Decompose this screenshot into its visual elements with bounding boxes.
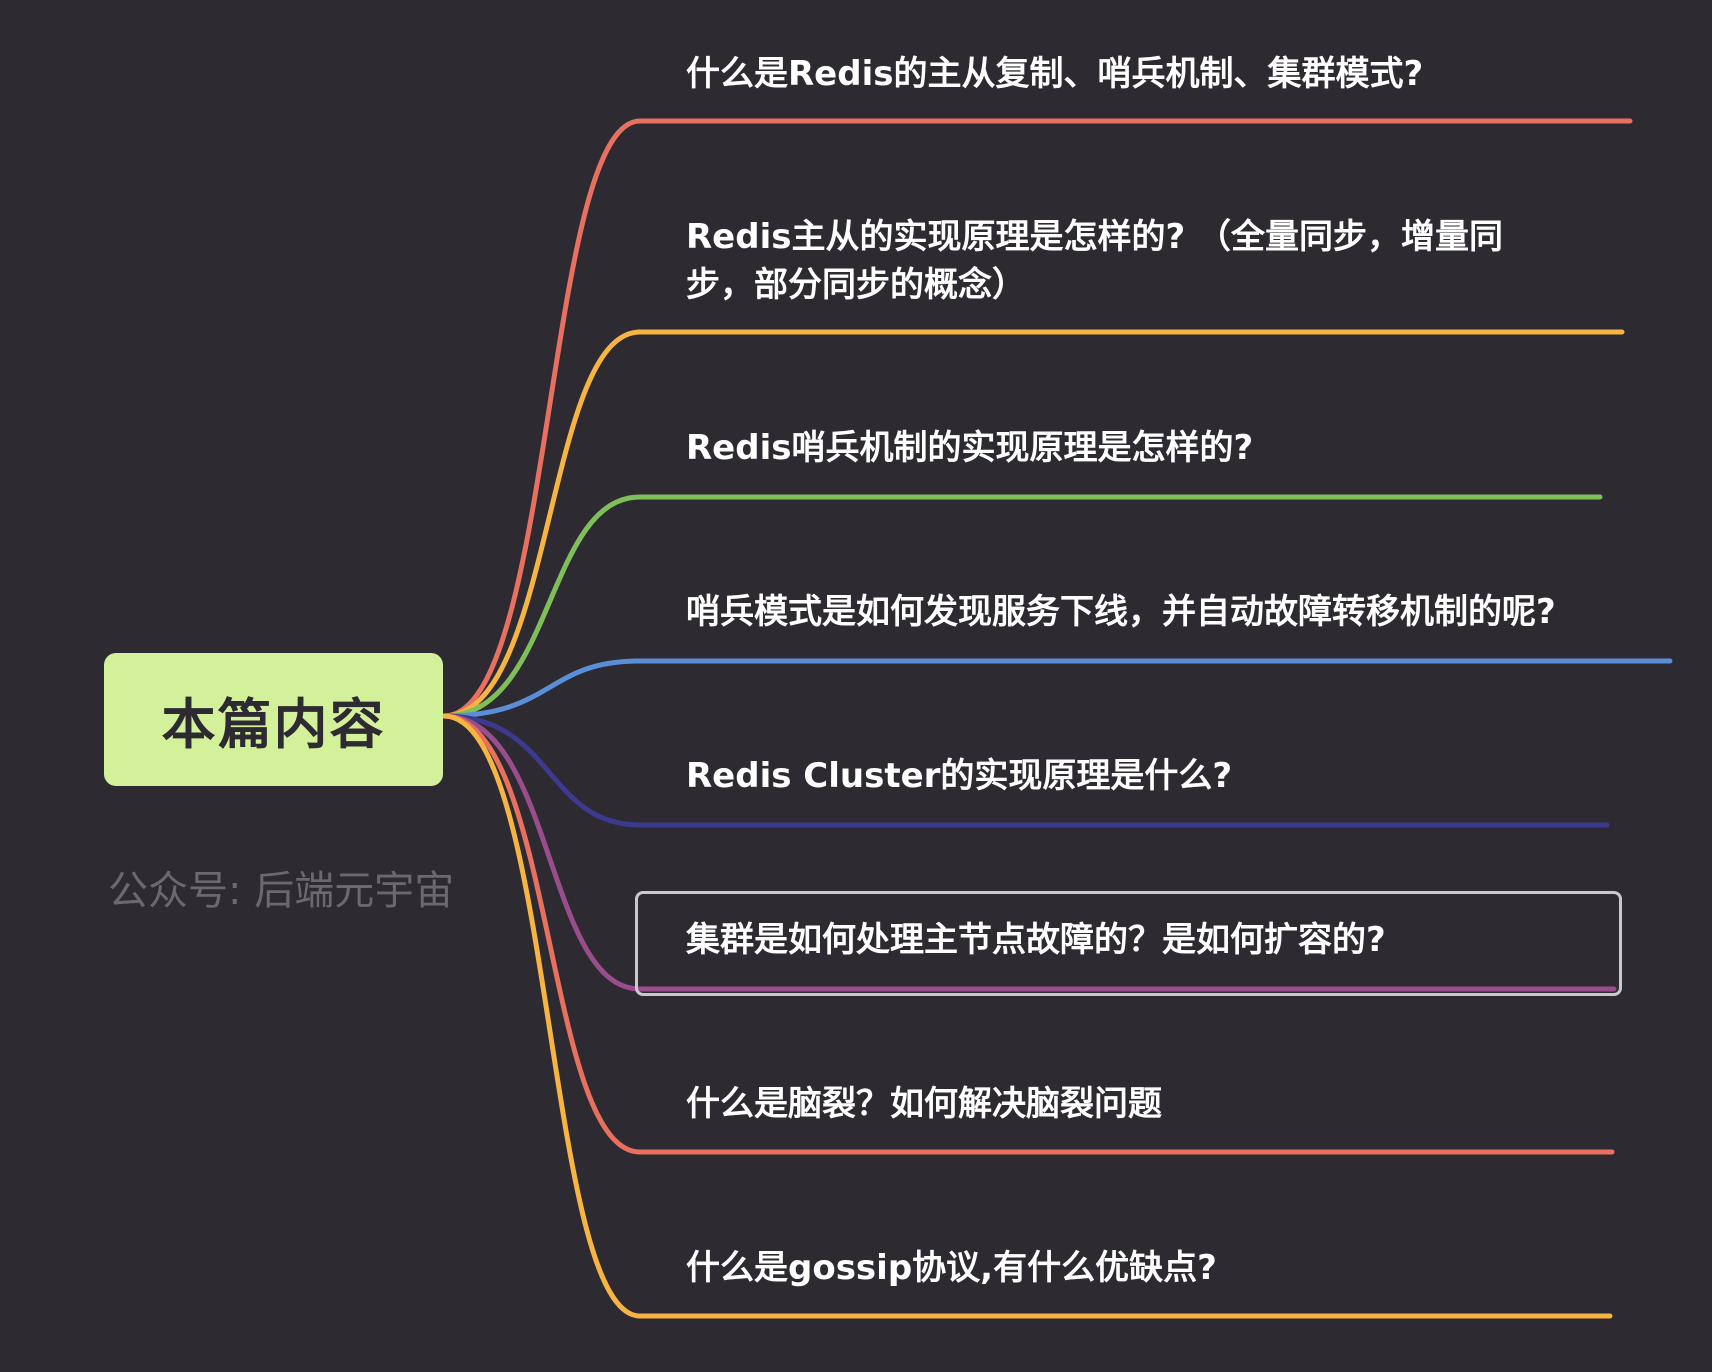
selected-branch-highlight: [635, 891, 1622, 996]
branch-node-3[interactable]: Redis哨兵机制的实现原理是怎样的?: [686, 428, 1254, 468]
branch-node-7[interactable]: 什么是脑裂？如何解决脑裂问题: [686, 1084, 1162, 1124]
branch-node-4[interactable]: 哨兵模式是如何发现服务下线，并自动故障转移机制的呢?: [686, 592, 1556, 632]
root-node[interactable]: 本篇内容: [104, 653, 443, 786]
branch-connector-1: [441, 118, 1633, 719]
watermark: 公众号: 后端元宇宙: [108, 868, 455, 914]
branch-node-6[interactable]: 集群是如何处理主节点故障的？是如何扩容的?: [686, 920, 1386, 960]
branch-connector-4: [441, 658, 1673, 719]
branch-node-8[interactable]: 什么是gossip协议,有什么优缺点?: [686, 1248, 1217, 1288]
root-node-label: 本篇内容: [161, 693, 386, 756]
branch-connector-6: [441, 713, 1617, 992]
branch-connector-5: [441, 713, 1610, 828]
branch-node-5[interactable]: Redis Cluster的实现原理是什么?: [686, 756, 1233, 796]
branch-connector-8: [441, 713, 1613, 1319]
branch-connector-7: [441, 713, 1615, 1155]
branch-connector-2: [441, 329, 1625, 719]
branch-node-2[interactable]: Redis主从的实现原理是怎样的? （全量同步，增量同步，部分同步的概念）: [686, 217, 1504, 305]
branch-node-1[interactable]: 什么是Redis的主从复制、哨兵机制、集群模式?: [686, 54, 1424, 94]
branch-connector-3: [441, 494, 1603, 719]
